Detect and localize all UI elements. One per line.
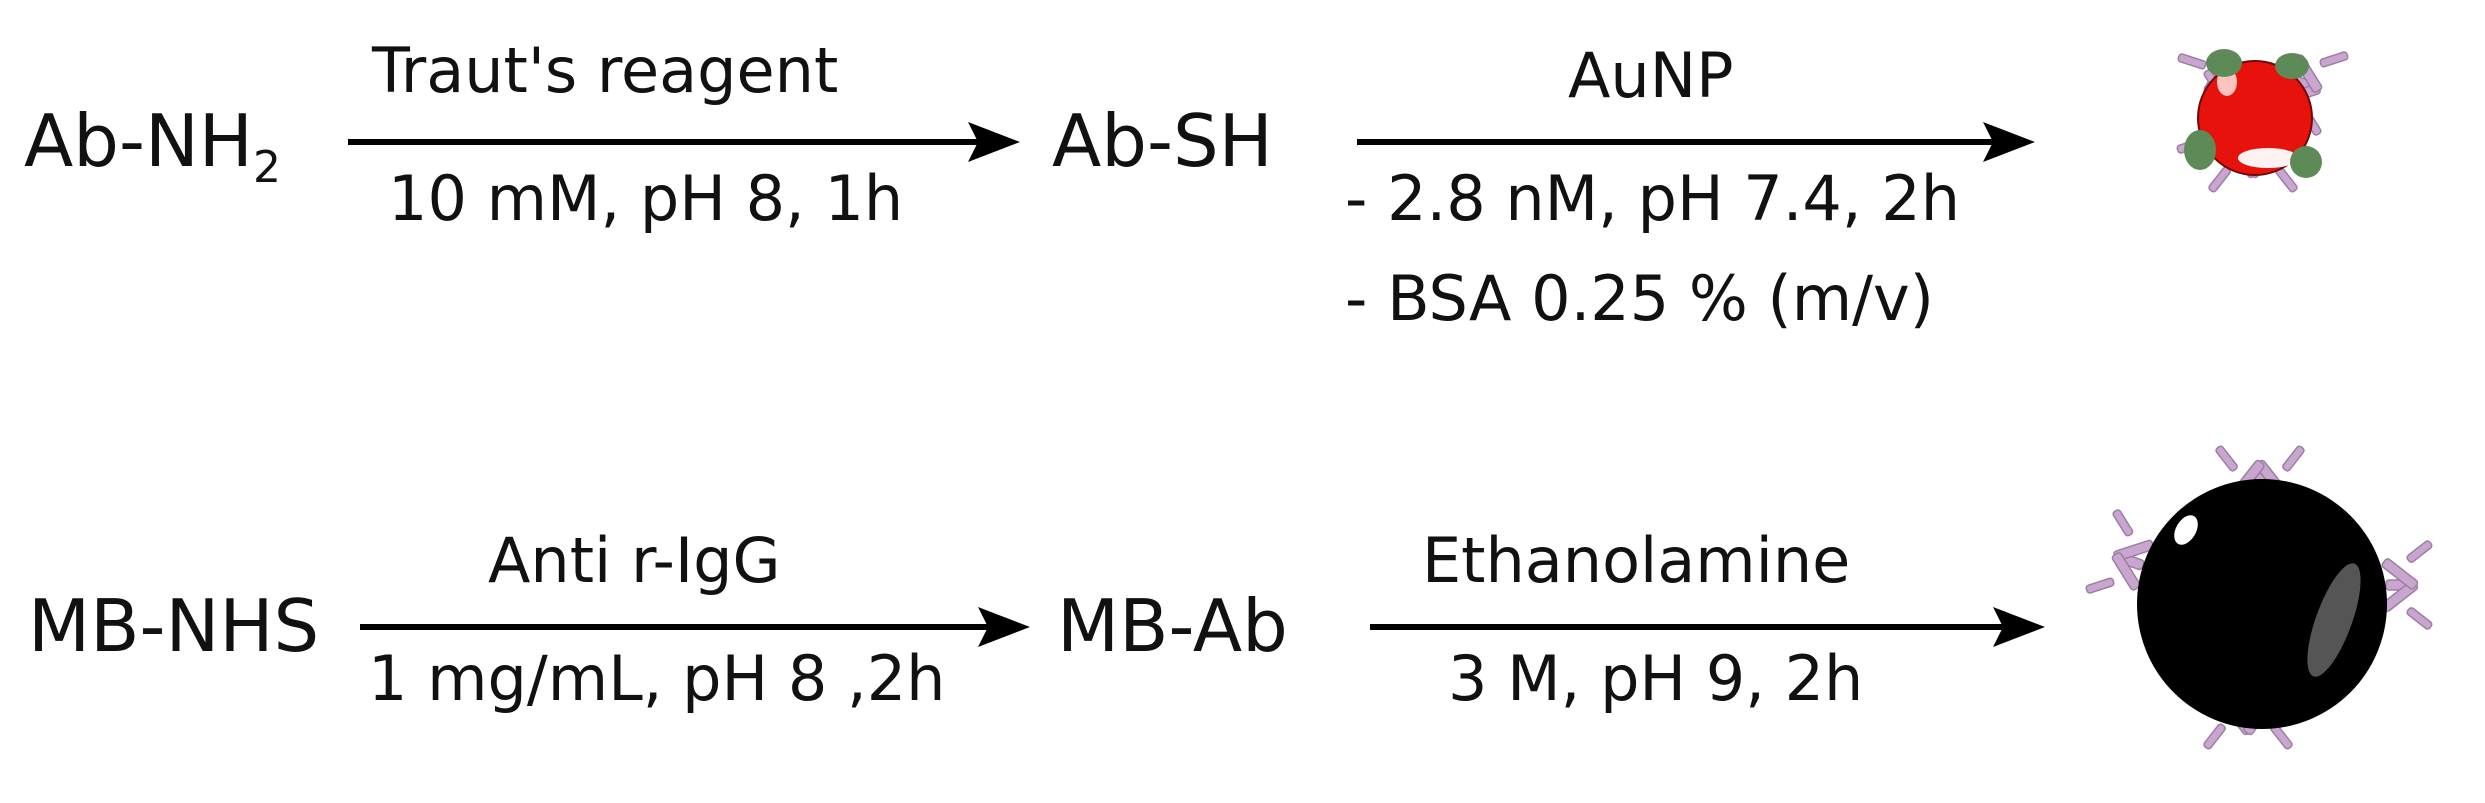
antibody-gold-nanoparticle-icon: [2173, 34, 2352, 194]
conditions-ethanolamine: 3 M, pH 9, 2h: [1448, 642, 1864, 715]
intermediate-mb-ab: MB-Ab: [1057, 584, 1288, 668]
arrow-ethanolamine: [1370, 607, 2045, 647]
reagent-ethanolamine: Ethanolamine: [1422, 524, 1851, 597]
conditions-anti-igg: 1 mg/mL, pH 8 ,2h: [368, 642, 946, 715]
arrow-traut: [348, 122, 1020, 162]
arrow-aunp: [1357, 122, 2035, 162]
reactant-ab-nh2: Ab-NH2: [24, 99, 281, 193]
antibody-magnetic-bead-icon: [2082, 444, 2434, 751]
reagent-aunp: AuNP: [1568, 39, 1734, 112]
reagent-anti-igg: Anti r-IgG: [488, 524, 781, 597]
arrow-anti-igg: [360, 607, 1030, 647]
intermediate-ab-sh: Ab-SH: [1052, 99, 1273, 183]
conditions-traut: 10 mM, pH 8, 1h: [388, 162, 904, 235]
conditions-aunp-1: - 2.8 nM, pH 7.4, 2h: [1345, 162, 1961, 235]
conditions-aunp-2: - BSA 0.25 % (m/v): [1345, 262, 1934, 335]
reactant-mb-nhs: MB-NHS: [28, 584, 320, 668]
reagent-traut: Traut's reagent: [372, 34, 839, 107]
